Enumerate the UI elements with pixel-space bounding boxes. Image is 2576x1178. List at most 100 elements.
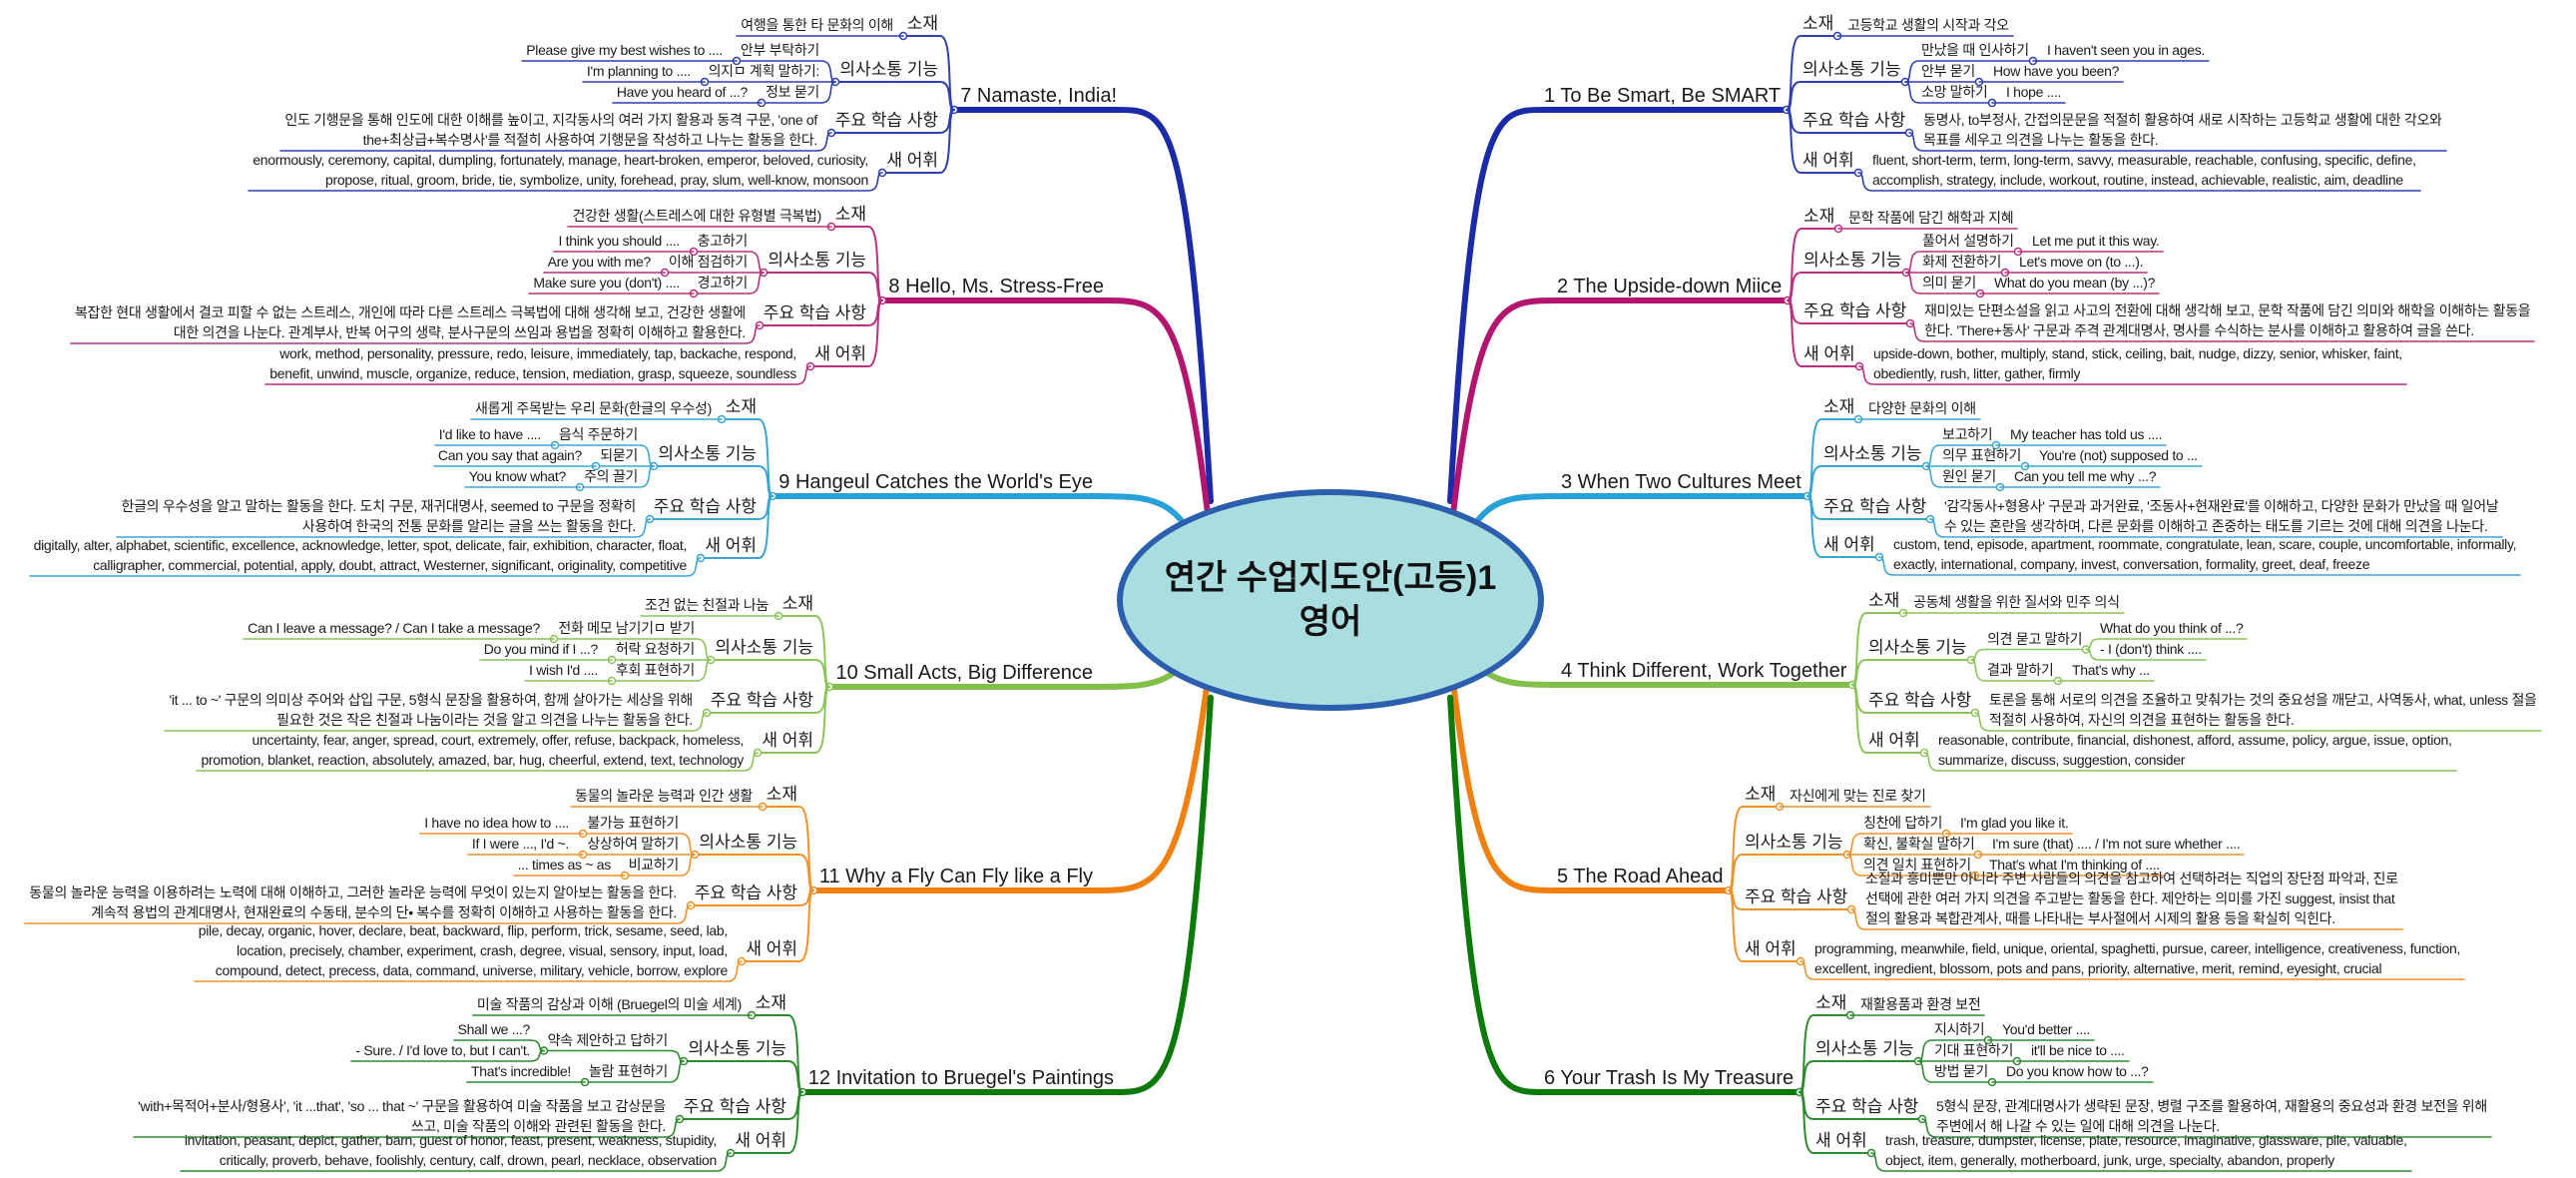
unit-title[interactable]: 4 Think Different, Work Together <box>1561 660 1847 682</box>
category-label-key-learning-points[interactable]: 주요 학습 사항 <box>710 691 813 710</box>
category-label-new-vocabulary[interactable]: 새 어휘 <box>814 344 866 363</box>
function-label[interactable]: 확신, 불확실 말하기 <box>1863 836 1975 852</box>
category-label-key-learning-points[interactable]: 주요 학습 사항 <box>653 497 757 516</box>
vocabulary-text-line: object, item, generally, motherboard, ju… <box>1885 1152 2335 1168</box>
function-label[interactable]: 만났을 때 인사하기 <box>1921 42 2029 58</box>
category-label-new-vocabulary[interactable]: 새 어휘 <box>705 536 757 555</box>
category-label-communication-functions[interactable]: 의사소통 기능 <box>1868 638 1967 657</box>
function-label[interactable]: 풀어서 설명하기 <box>1922 233 2014 249</box>
category-label-new-vocabulary[interactable]: 새 어휘 <box>735 1131 786 1150</box>
function-label[interactable]: 음식 주문하기 <box>558 426 638 442</box>
function-label[interactable]: 기대 표현하기 <box>1934 1042 2014 1058</box>
function-label[interactable]: 허락 요청하기 <box>615 641 695 657</box>
category-label-key-learning-points[interactable]: 주요 학습 사항 <box>1803 111 1906 130</box>
function-label[interactable]: 방법 묻기 <box>1934 1063 1988 1079</box>
category-label-key-learning-points[interactable]: 주요 학습 사항 <box>683 1097 786 1116</box>
category-label-key-learning-points[interactable]: 주요 학습 사항 <box>1803 301 1907 320</box>
category-label-key-learning-points[interactable]: 주요 학습 사항 <box>1815 1097 1919 1116</box>
function-label[interactable]: 전화 메모 남기기ㅁ 받기 <box>558 620 695 636</box>
unit-title[interactable]: 7 Namaste, India! <box>960 85 1117 107</box>
unit-title[interactable]: 9 Hangeul Catches the World's Eye <box>778 471 1093 493</box>
unit-title[interactable]: 6 Your Trash Is My Treasure <box>1544 1067 1795 1089</box>
category-label-new-vocabulary[interactable]: 새 어휘 <box>1815 1131 1867 1150</box>
category-label-new-vocabulary[interactable]: 새 어휘 <box>1803 344 1855 363</box>
unit-title[interactable]: 5 The Road Ahead <box>1557 866 1724 887</box>
function-label[interactable]: 의견 일치 표현하기 <box>1863 857 1971 873</box>
function-label[interactable]: 정보 묻기 <box>766 84 819 100</box>
category-label-topic[interactable]: 소재 <box>766 785 797 804</box>
function-branch <box>611 659 712 682</box>
category-label-communication-functions[interactable]: 의사소통 기능 <box>1745 833 1843 852</box>
unit-title[interactable]: 12 Invitation to Bruegel's Paintings <box>807 1067 1114 1089</box>
category-label-communication-functions[interactable]: 의사소통 기능 <box>1803 251 1902 270</box>
function-label[interactable]: 결과 말하기 <box>1987 662 2054 678</box>
function-label[interactable]: 이해 점검하기 <box>668 254 748 270</box>
category-label-topic[interactable]: 소재 <box>725 397 757 416</box>
category-label-new-vocabulary[interactable]: 새 어휘 <box>762 731 813 750</box>
category-label-topic[interactable]: 소재 <box>1803 14 1834 33</box>
category-label-new-vocabulary[interactable]: 새 어휘 <box>1868 731 1920 750</box>
function-label[interactable]: 의무 표현하기 <box>1942 447 2022 463</box>
category-label-key-learning-points[interactable]: 주요 학습 사항 <box>834 111 938 130</box>
function-label[interactable]: 칭찬에 답하기 <box>1863 815 1943 831</box>
unit-title[interactable]: 8 Hello, Ms. Stress-Free <box>888 276 1104 297</box>
unit-title[interactable]: 3 When Two Cultures Meet <box>1561 471 1802 493</box>
function-label[interactable]: 충고하기 <box>697 233 749 249</box>
category-label-key-learning-points[interactable]: 주요 학습 사항 <box>763 303 866 322</box>
unit-title[interactable]: 2 The Upside-down Miice <box>1557 276 1783 297</box>
category-label-communication-functions[interactable]: 의사소통 기능 <box>1823 444 1922 463</box>
category-label-communication-functions[interactable]: 의사소통 기능 <box>715 638 813 657</box>
function-label[interactable]: 소망 말하기 <box>1921 84 1988 100</box>
function-label[interactable]: 의지ㅁ 계획 말하기: <box>708 63 820 79</box>
category-label-new-vocabulary[interactable]: 새 어휘 <box>886 151 938 170</box>
category-label-communication-functions[interactable]: 의사소통 기능 <box>688 1039 786 1058</box>
category-label-new-vocabulary[interactable]: 새 어휘 <box>746 939 797 958</box>
category-label-topic[interactable]: 소재 <box>781 594 813 613</box>
category-label-topic[interactable]: 소재 <box>1745 785 1777 804</box>
category-label-topic[interactable]: 소재 <box>1868 591 1900 610</box>
function-label[interactable]: 안부 부탁하기 <box>740 42 819 58</box>
function-label[interactable]: 원인 묻기 <box>1942 468 1996 484</box>
category-label-new-vocabulary[interactable]: 새 어휘 <box>1803 151 1854 170</box>
function-label[interactable]: 주의 끌기 <box>584 468 638 484</box>
function-label[interactable]: 되묻기 <box>600 447 638 463</box>
function-label[interactable]: 놀람 표현하기 <box>588 1063 668 1079</box>
category-label-key-learning-points[interactable]: 주요 학습 사항 <box>1868 691 1972 710</box>
function-label[interactable]: 의미 묻기 <box>1922 275 1976 291</box>
unit-title[interactable]: 1 To Be Smart, Be SMART <box>1544 85 1782 107</box>
category-label-topic[interactable]: 소재 <box>906 14 938 33</box>
category-label-new-vocabulary[interactable]: 새 어휘 <box>1745 939 1797 958</box>
unit-title[interactable]: 11 Why a Fly Can Fly like a Fly <box>818 866 1093 887</box>
expression-text: Have you heard of ...? <box>616 84 748 100</box>
vocabulary-underline <box>248 172 883 192</box>
category-label-topic[interactable]: 소재 <box>1815 993 1847 1012</box>
function-label[interactable]: 불가능 표현하기 <box>587 815 679 831</box>
function-label[interactable]: 경고하기 <box>697 275 749 291</box>
category-label-topic[interactable]: 소재 <box>1803 207 1835 226</box>
category-label-communication-functions[interactable]: 의사소통 기능 <box>839 60 938 79</box>
function-label[interactable]: 약속 제안하고 답하기 <box>547 1031 669 1048</box>
category-label-communication-functions[interactable]: 의사소통 기능 <box>1815 1039 1914 1058</box>
function-label[interactable]: 후회 표현하기 <box>615 662 695 678</box>
category-label-topic[interactable]: 소재 <box>834 205 866 224</box>
function-label[interactable]: 지시하기 <box>1934 1021 1985 1037</box>
category-label-topic[interactable]: 소재 <box>755 993 786 1012</box>
category-label-communication-functions[interactable]: 의사소통 기능 <box>658 444 757 463</box>
category-label-communication-functions[interactable]: 의사소통 기능 <box>768 251 866 270</box>
function-label[interactable]: 의견 묻고 말하기 <box>1987 630 2083 647</box>
unit-title[interactable]: 10 Small Acts, Big Difference <box>835 662 1093 684</box>
category-label-key-learning-points[interactable]: 주요 학습 사항 <box>694 884 797 902</box>
function-label[interactable]: 안부 묻기 <box>1921 63 1975 79</box>
category-label-new-vocabulary[interactable]: 새 어휘 <box>1823 535 1875 554</box>
function-label[interactable]: 보고하기 <box>1942 426 1993 442</box>
vocabulary-text-line: invitation, peasant, depict, gather, bar… <box>184 1132 717 1148</box>
function-label[interactable]: 상상하여 말하기 <box>587 836 679 852</box>
central-topic-node[interactable]: 연간 수업지도안(고등)1 영어 <box>1117 489 1544 711</box>
category-label-topic[interactable]: 소재 <box>1823 397 1855 416</box>
function-label[interactable]: 화제 전환하기 <box>1922 254 2002 270</box>
category-label-communication-functions[interactable]: 의사소통 기능 <box>699 833 797 852</box>
function-label[interactable]: 비교하기 <box>628 857 680 873</box>
category-label-key-learning-points[interactable]: 주요 학습 사항 <box>1745 887 1848 906</box>
category-label-key-learning-points[interactable]: 주요 학습 사항 <box>1823 497 1927 516</box>
category-label-communication-functions[interactable]: 의사소통 기능 <box>1803 60 1901 79</box>
